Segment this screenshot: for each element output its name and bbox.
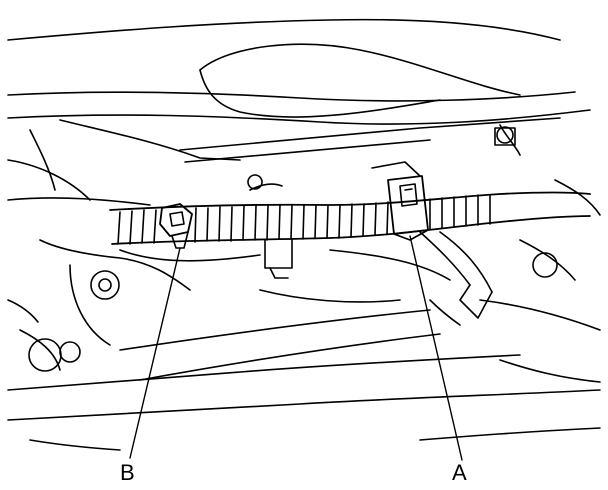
wiring-harness [109,191,591,326]
callout-label-a: A [452,460,467,485]
leader-line-b [129,247,181,459]
callout-label-b: B [120,460,135,485]
leader-line-a [409,235,463,461]
engine-components [7,126,601,451]
leader-lines [129,235,463,461]
upper-body-panel [7,18,591,191]
clip-a [371,161,429,241]
